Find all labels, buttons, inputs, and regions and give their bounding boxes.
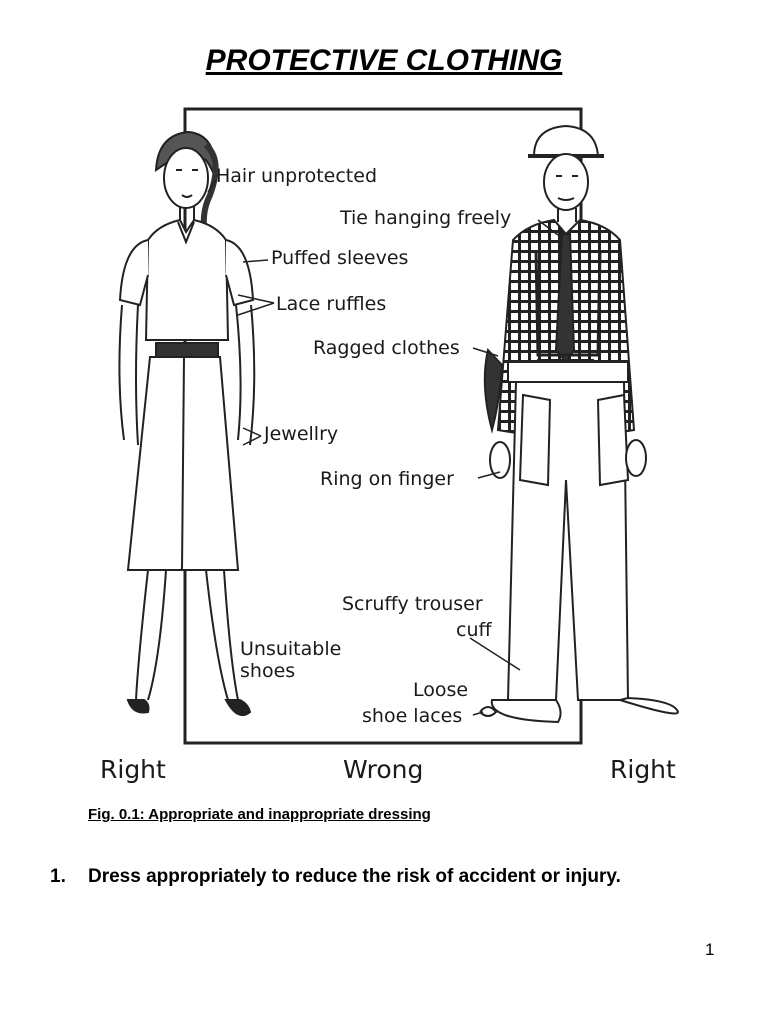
man-illustration xyxy=(479,124,680,724)
woman-illustration xyxy=(118,130,256,716)
label-tie-hanging-freely: Tie hanging freely xyxy=(339,207,511,229)
numbered-point: 1. Dress appropriately to reduce the risk… xyxy=(50,866,621,888)
label-wrong: Wrong xyxy=(343,755,423,784)
label-puffed-sleeves: Puffed sleeves xyxy=(271,247,408,269)
label-cuff: cuff xyxy=(456,619,492,641)
label-ring-on-finger: Ring on finger xyxy=(320,468,454,490)
label-right-right: Right xyxy=(610,755,676,784)
label-hair-unprotected: Hair unprotected xyxy=(216,165,377,187)
protective-clothing-figure: Hair unprotected Tie hanging freely Puff… xyxy=(88,100,688,800)
label-jewellry: Jewellry xyxy=(263,423,338,445)
point-number: 1. xyxy=(50,866,66,887)
label-unsuitable: Unsuitable xyxy=(240,638,341,660)
figure-caption: Fig. 0.1: Appropriate and inappropriate … xyxy=(88,806,431,823)
callout-lines xyxy=(207,179,559,716)
point-text: Dress appropriately to reduce the risk o… xyxy=(88,866,621,887)
page-number: 1 xyxy=(705,940,715,959)
label-ragged-clothes: Ragged clothes xyxy=(313,337,460,359)
page-title: PROTECTIVE CLOTHING xyxy=(205,44,563,77)
label-lace-ruffles: Lace ruffles xyxy=(276,293,386,315)
label-loose: Loose xyxy=(413,679,468,701)
label-shoe-laces: shoe laces xyxy=(362,705,462,727)
label-shoes: shoes xyxy=(240,660,295,682)
label-right-left: Right xyxy=(100,755,166,784)
label-scruffy-trouser: Scruffy trouser xyxy=(342,593,483,615)
